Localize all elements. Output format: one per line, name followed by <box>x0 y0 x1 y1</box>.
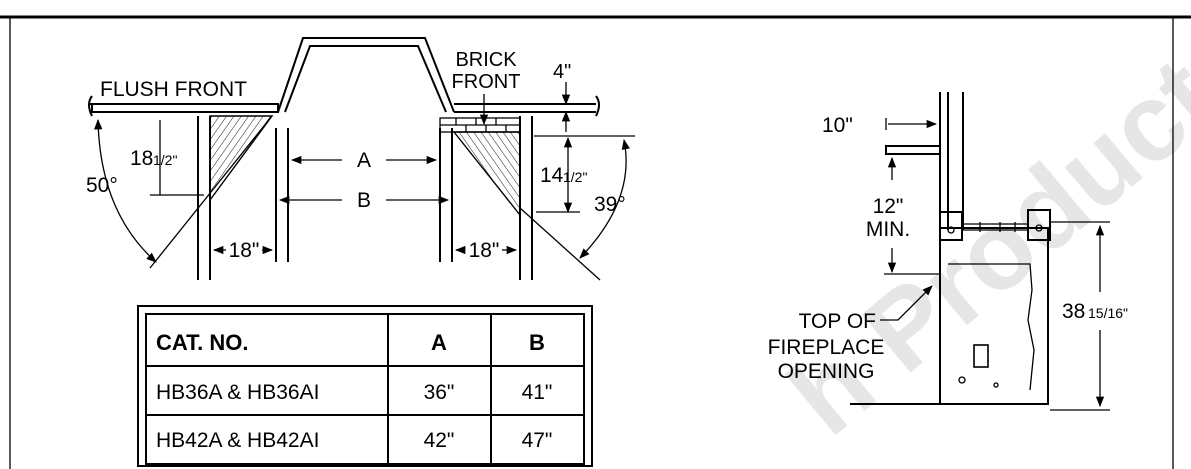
table-row-2-cat: HB42A & HB42AI <box>156 429 319 452</box>
control-knob <box>973 344 989 368</box>
table-row-2-a: 42" <box>424 429 455 452</box>
table-row-2-b: 47" <box>522 429 553 452</box>
table-header-b: B <box>529 330 545 355</box>
right-bracket <box>1027 209 1051 241</box>
hood-body <box>939 227 1049 405</box>
left-plan-diagram: FLUSH FRONT BRICK FRONT 4" 18 1/2" 14 1/… <box>86 37 635 281</box>
angle-50-label: 50° <box>86 174 118 197</box>
dim-A-label: A <box>357 149 371 172</box>
catalog-table: CAT. NO. A B HB36A & HB36AI 36" 41" HB42… <box>137 305 593 467</box>
dim-18-half-frac: 1/2" <box>153 152 177 168</box>
table-header-cat-no: CAT. NO. <box>156 330 248 355</box>
top-of-fireplace-leader <box>880 285 933 321</box>
right-combustible-zone <box>452 131 521 218</box>
angle-50-arc <box>94 118 157 263</box>
right-side-diagram: 10" 12" MIN. TOP OF FIREPLACE OPENING 38… <box>768 92 1128 411</box>
left-wall <box>197 116 211 280</box>
angle-39-arc <box>579 138 630 259</box>
opening-label: OPENING <box>778 360 875 383</box>
watermark-text: h Products <box>766 0 1191 458</box>
watermark: h Products <box>766 0 1191 458</box>
top-of-label: TOP OF <box>799 310 876 333</box>
table-header-a: A <box>431 330 447 355</box>
fireplace-label: FIREPLACE <box>768 336 885 359</box>
angle-39-label: 39° <box>594 193 626 216</box>
angle-39-ray <box>519 207 601 281</box>
dim-18-left-label: 18" <box>229 239 260 262</box>
brick-front-label-1: BRICK <box>455 49 517 71</box>
dim-12-label: 12" <box>873 195 904 218</box>
hood-front-panel <box>948 263 1035 391</box>
brick-front-ledge <box>454 95 600 117</box>
dim-38-frac: 15/16" <box>1088 305 1128 321</box>
angle-50-ray <box>149 115 273 269</box>
dim-12-min-label: MIN. <box>866 218 910 241</box>
left-bracket <box>939 211 963 241</box>
hood-outline-outer <box>277 37 455 113</box>
table-row-1-b: 41" <box>522 381 553 404</box>
dim-4-label: 4" <box>553 61 571 83</box>
mantel-shelf <box>885 145 941 155</box>
dim-38-label: 38 <box>1062 300 1085 323</box>
left-combustible-zone <box>209 115 274 203</box>
hood-outline-inner <box>284 45 447 113</box>
table-row-1-a: 36" <box>424 381 455 404</box>
dim-18-half-label: 18 <box>130 147 153 170</box>
dim-18-right-label: 18" <box>469 239 500 262</box>
dim-B-label: B <box>357 189 371 212</box>
brick-front-label-2: FRONT <box>452 71 521 93</box>
dim-10-label: 10" <box>822 114 853 137</box>
table-row-1-cat: HB36A & HB36AI <box>156 381 319 404</box>
page-frame <box>0 15 1191 469</box>
right-wall <box>519 116 533 280</box>
dim-14-half-label: 14 <box>540 164 564 187</box>
dim-14-half-frac: 1/2" <box>563 169 587 185</box>
flush-front-label: FLUSH FRONT <box>100 78 247 101</box>
